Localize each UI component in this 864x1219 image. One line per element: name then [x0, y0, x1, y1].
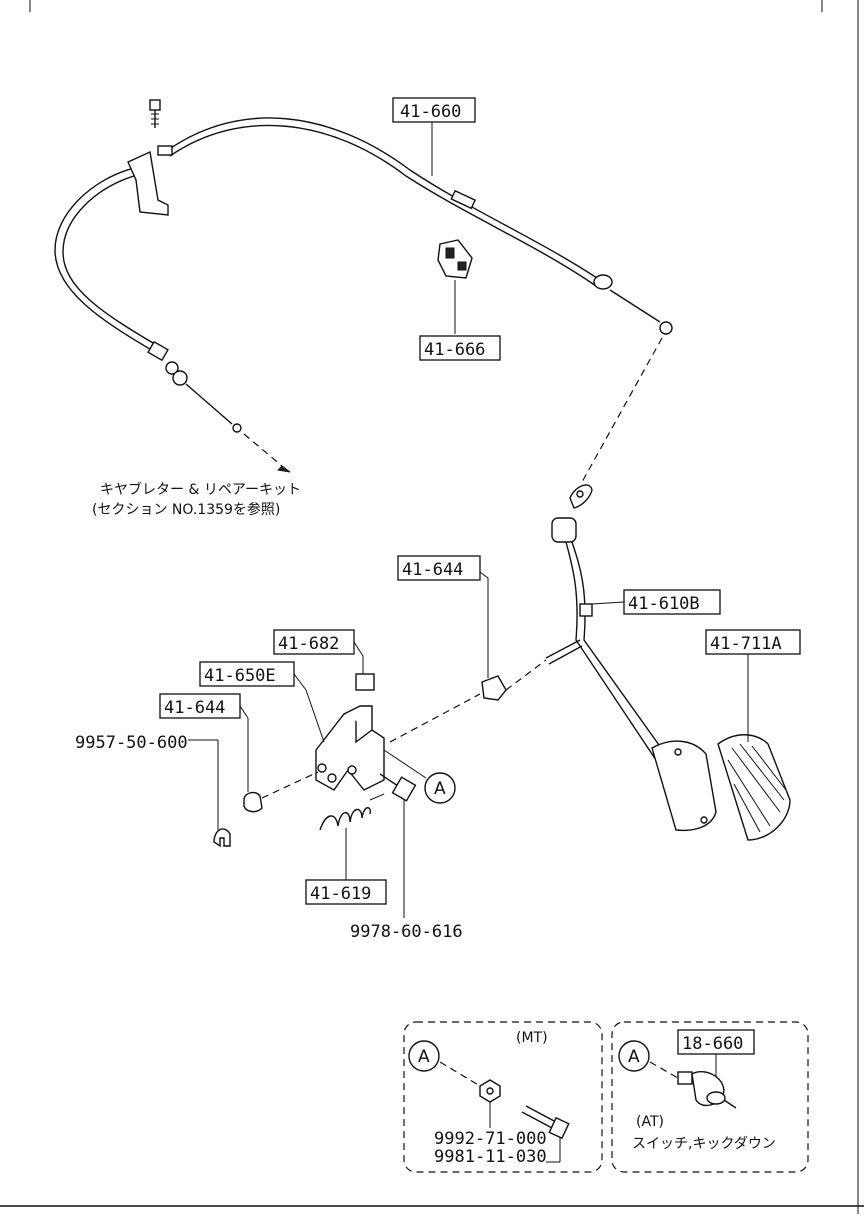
return-spring	[319, 793, 385, 880]
svg-text:41-682: 41-682	[278, 634, 339, 654]
pedal-arm	[545, 484, 717, 832]
label-41-682: 41-682	[273, 629, 364, 657]
cable-clip	[437, 239, 473, 334]
svg-text:9957-50-600: 9957-50-600	[75, 733, 188, 753]
svg-text:41-666: 41-666	[424, 340, 485, 360]
upper-bush	[481, 578, 507, 701]
mt-label: (MT)	[516, 1030, 548, 1046]
accelerator-cable	[54, 99, 673, 433]
pedal-pad	[717, 734, 791, 841]
at-inset: A 18-660 (AT) スイッチ,キックダウン	[611, 1021, 809, 1173]
carb-arrow-head	[276, 465, 291, 473]
label-41-644-upper: 41-644	[397, 555, 489, 581]
mount-bolt	[379, 773, 417, 918]
label-41-660: 41-660	[392, 97, 476, 176]
label-9981-11-030: 9981-11-030	[434, 1147, 547, 1167]
svg-text:41-660: 41-660	[400, 102, 461, 122]
svg-text:41-650E: 41-650E	[204, 666, 276, 686]
bush-to-pedal-dash	[505, 659, 547, 691]
bracket-to-bush-dash	[389, 693, 481, 743]
svg-text:A: A	[434, 779, 446, 799]
label-41-610B: 41-610B	[591, 589, 721, 615]
label-41-650E: 41-650E	[199, 661, 307, 691]
svg-text:9978-60-616: 9978-60-616	[350, 922, 463, 942]
svg-text:41-644: 41-644	[164, 698, 225, 718]
svg-text:41-644: 41-644	[402, 560, 463, 580]
label-9992-71-000: 9992-71-000	[434, 1129, 547, 1149]
svg-text:41-619: 41-619	[310, 884, 371, 904]
label-18-660: 18-660	[682, 1034, 743, 1054]
svg-text:41-711A: 41-711A	[710, 634, 782, 654]
pedal-bracket	[305, 656, 385, 791]
carb-note-line1: キヤブレター & リペアーキット	[100, 481, 301, 498]
kickdown-switch-label: スイッチ,キックダウン	[632, 1136, 776, 1152]
label-9978-60-616: 9978-60-616	[350, 922, 463, 942]
callout-a-leader	[383, 749, 427, 779]
label-9957-50-600: 9957-50-600	[75, 733, 218, 753]
svg-text:A: A	[418, 1047, 430, 1067]
carb-note-line2: (セクション NO.1359を参照)	[92, 501, 280, 518]
mt-inset: (MT) A 9992-71-000 9981-11-030	[403, 1021, 603, 1173]
label-41-711A: 41-711A	[705, 629, 801, 742]
label-41-644-lower: 41-644	[159, 693, 249, 719]
svg-text:41-610B: 41-610B	[628, 594, 700, 614]
label-41-666: 41-666	[419, 335, 501, 361]
lower-bush	[243, 718, 263, 813]
clip-pin	[213, 740, 231, 848]
bracket-to-bush-lower-dash	[261, 771, 319, 799]
label-41-619: 41-619	[305, 879, 387, 905]
svg-text:A: A	[628, 1047, 640, 1067]
cable-to-pedal-dash	[581, 337, 663, 483]
carb-arrow-line	[243, 433, 283, 467]
at-label: (AT)	[636, 1114, 664, 1130]
callout-a-main: A	[424, 772, 456, 804]
